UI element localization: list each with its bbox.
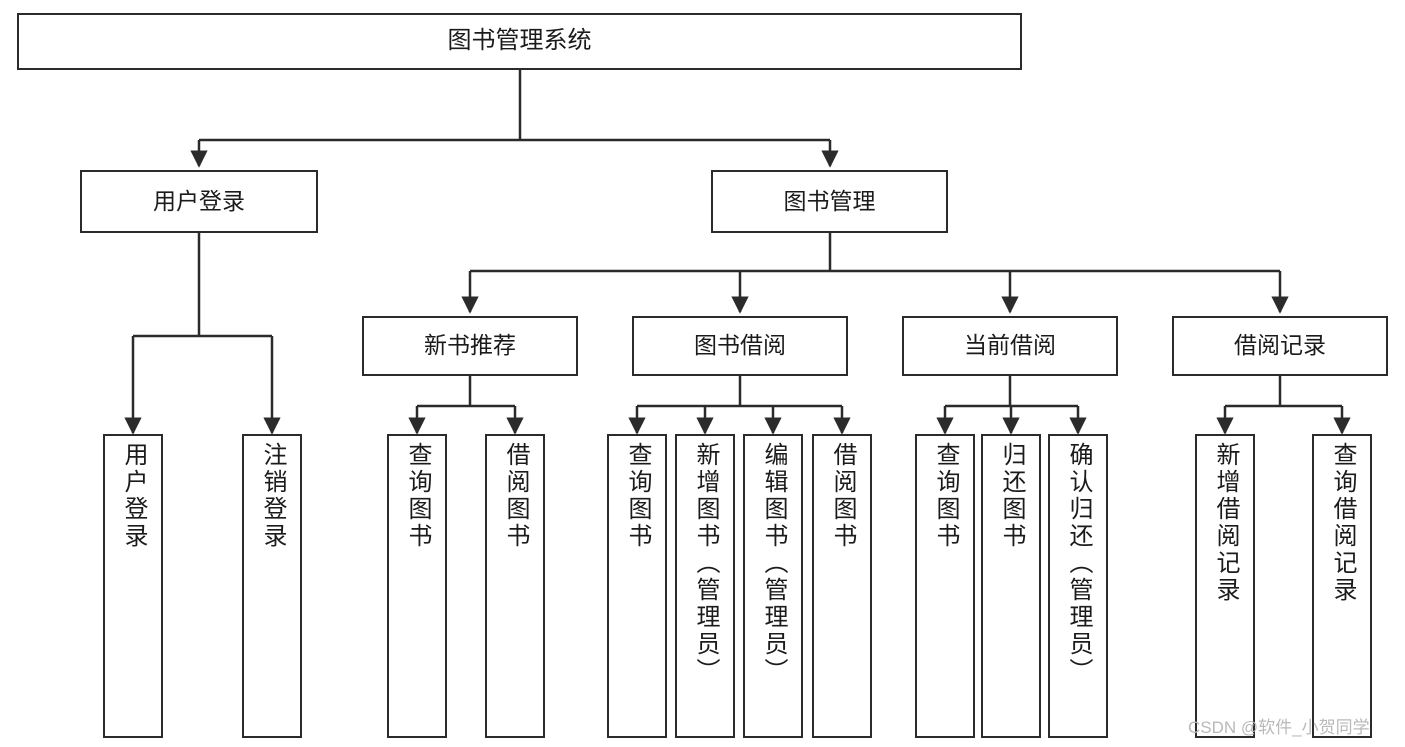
node-leaf-query-book-1-label: 查询图书 xyxy=(404,442,431,550)
node-leaf-edit-book-label: 编辑图书（管理员） xyxy=(760,442,787,685)
node-leaf-add-book[interactable]: 新增图书（管理员） xyxy=(675,434,735,738)
node-root-label: 图书管理系统 xyxy=(447,27,592,55)
node-leaf-add-book-label: 新增图书（管理员） xyxy=(692,442,719,685)
node-leaf-borrow-book-2-label: 借阅图书 xyxy=(829,442,856,550)
node-leaf-user-logout[interactable]: 注销登录 xyxy=(242,434,302,738)
node-leaf-add-record-label: 新增借阅记录 xyxy=(1212,442,1239,604)
node-new-book-recommend[interactable]: 新书推荐 xyxy=(362,316,578,376)
watermark-text: CSDN @软件_小贺同学 xyxy=(1188,718,1370,737)
node-book-manage-label: 图书管理 xyxy=(783,187,876,214)
node-leaf-return-book-label: 归还图书 xyxy=(998,442,1025,550)
node-current-borrow[interactable]: 当前借阅 xyxy=(902,316,1118,376)
node-leaf-borrow-book-1[interactable]: 借阅图书 xyxy=(485,434,545,738)
node-leaf-query-book-2-label: 查询图书 xyxy=(624,442,651,550)
node-book-borrow[interactable]: 图书借阅 xyxy=(632,316,848,376)
node-leaf-query-record[interactable]: 查询借阅记录 xyxy=(1312,434,1372,738)
node-leaf-query-book-3[interactable]: 查询图书 xyxy=(915,434,975,738)
node-book-borrow-label: 图书借阅 xyxy=(694,332,786,359)
node-leaf-borrow-book-1-label: 借阅图书 xyxy=(502,442,529,550)
node-leaf-borrow-book-2[interactable]: 借阅图书 xyxy=(812,434,872,738)
node-new-book-recommend-label: 新书推荐 xyxy=(424,332,516,359)
node-current-borrow-label: 当前借阅 xyxy=(964,332,1056,359)
node-leaf-user-login[interactable]: 用户登录 xyxy=(103,434,163,738)
node-borrow-record-label: 借阅记录 xyxy=(1234,332,1326,359)
node-root[interactable]: 图书管理系统 xyxy=(17,13,1022,70)
node-leaf-return-book[interactable]: 归还图书 xyxy=(981,434,1041,738)
node-leaf-confirm-return-label: 确认归还（管理员） xyxy=(1065,442,1092,685)
node-leaf-edit-book[interactable]: 编辑图书（管理员） xyxy=(743,434,803,738)
node-user-login-label: 用户登录 xyxy=(153,187,245,214)
node-leaf-query-book-3-label: 查询图书 xyxy=(932,442,959,550)
node-leaf-user-logout-label: 注销登录 xyxy=(259,442,286,550)
node-borrow-record[interactable]: 借阅记录 xyxy=(1172,316,1388,376)
node-leaf-query-record-label: 查询借阅记录 xyxy=(1329,442,1356,604)
node-book-manage[interactable]: 图书管理 xyxy=(711,170,948,233)
node-leaf-query-book-1[interactable]: 查询图书 xyxy=(387,434,447,738)
node-leaf-add-record[interactable]: 新增借阅记录 xyxy=(1195,434,1255,738)
node-leaf-confirm-return[interactable]: 确认归还（管理员） xyxy=(1048,434,1108,738)
node-leaf-user-login-label: 用户登录 xyxy=(120,442,147,550)
node-leaf-query-book-2[interactable]: 查询图书 xyxy=(607,434,667,738)
node-user-login[interactable]: 用户登录 xyxy=(80,170,318,233)
